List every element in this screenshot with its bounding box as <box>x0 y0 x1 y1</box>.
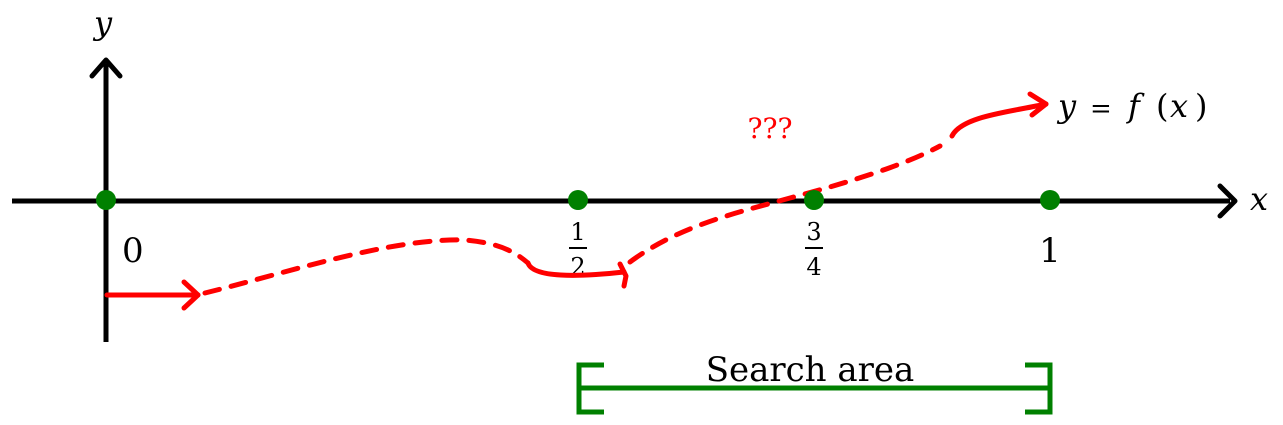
curve-label: y = f ( x ) <box>1056 87 1207 125</box>
curve-start-arrow-icon <box>181 279 201 311</box>
curve-end-arrow-icon <box>1027 91 1049 118</box>
curve-dip-segment <box>525 260 627 278</box>
function-curve <box>104 91 1049 311</box>
tick-label-zero: 0 <box>122 231 144 271</box>
curve-end-segment <box>949 101 1049 139</box>
y-axis-arrowhead-icon <box>89 57 123 79</box>
point-zero <box>96 190 116 210</box>
tick-label-one-half: 1 2 <box>569 218 587 281</box>
point-one-half <box>568 190 588 210</box>
y-axis-label: y <box>92 4 113 42</box>
curve-dashed-segment-1 <box>202 237 531 296</box>
x-axis <box>12 183 1238 219</box>
curve-dashed-segment-2 <box>627 143 943 265</box>
point-one <box>1040 190 1060 210</box>
search-area-bracket <box>576 362 1053 415</box>
x-axis-label: x <box>1250 180 1268 218</box>
x-axis-arrowhead-icon <box>1217 183 1238 219</box>
tick-label-three-quarters: 3 4 <box>805 218 823 281</box>
unknown-label: ??? <box>747 112 792 145</box>
curve-label-f: f <box>1126 87 1145 125</box>
point-three-quarters <box>804 190 824 210</box>
curve-dip-arrow-icon <box>617 261 629 289</box>
curve-label-open-paren: ( <box>1156 87 1168 125</box>
tick-label-one: 1 <box>1039 231 1061 271</box>
search-bracket-right-icon <box>1025 362 1053 415</box>
tick-three-quarter-numerator: 3 <box>806 218 821 246</box>
tick-three-quarter-denominator: 4 <box>806 253 821 281</box>
search-area-label: Search area <box>706 350 915 390</box>
tick-half-numerator: 1 <box>570 218 585 246</box>
curve-label-close-paren: ) <box>1195 87 1207 125</box>
search-label-background <box>700 345 920 385</box>
axis-points <box>96 190 1060 210</box>
curve-label-y: y <box>1056 87 1077 125</box>
curve-label-equals: = <box>1090 94 1112 124</box>
curve-label-x: x <box>1170 87 1188 125</box>
